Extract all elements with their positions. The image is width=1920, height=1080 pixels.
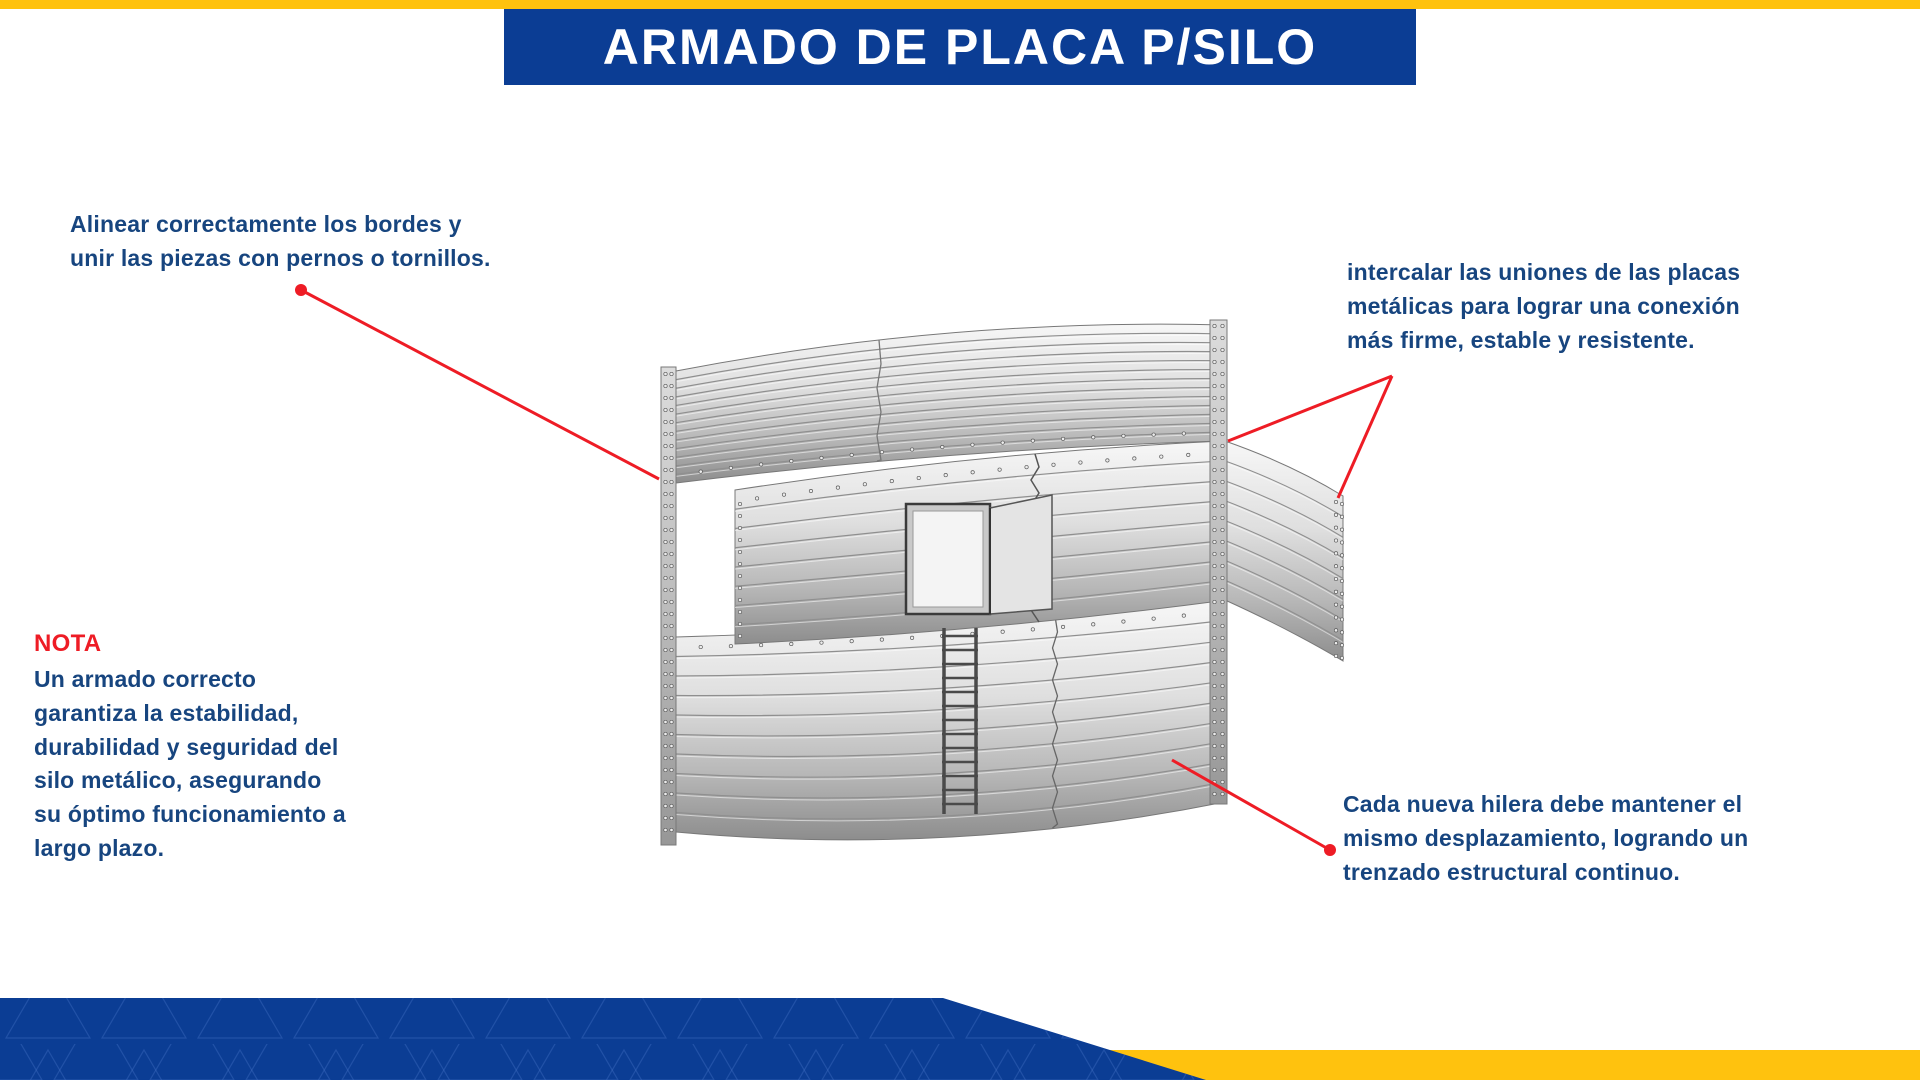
silo-middle-ring bbox=[734, 440, 1226, 645]
note-block: NOTA Un armado correcto garantiza la est… bbox=[34, 630, 346, 866]
silo-edge-flanges bbox=[660, 319, 1228, 846]
title-banner: ARMADO DE PLACA P/SILO bbox=[504, 9, 1416, 85]
pointer-dot bbox=[1324, 844, 1336, 856]
annotation-interleave-joints: intercalar las uniones de las placas met… bbox=[1347, 259, 1741, 353]
annotation-row-offset: Cada nueva hilera debe mantener el mismo… bbox=[1343, 791, 1749, 885]
silo-illustration bbox=[660, 319, 1345, 846]
top-yellow-strip bbox=[0, 0, 1920, 9]
pointer-line bbox=[1336, 375, 1394, 499]
bottom-decoration bbox=[0, 998, 1920, 1080]
note-label: NOTA bbox=[34, 630, 102, 657]
pointer-line bbox=[1171, 758, 1331, 852]
bottom-blue-band bbox=[0, 998, 1206, 1080]
silo-ladder bbox=[942, 628, 978, 814]
pointer-line bbox=[300, 288, 660, 481]
silo-peeled-plate bbox=[1224, 440, 1345, 662]
note-body: Un armado correcto garantiza la estabili… bbox=[34, 666, 346, 861]
pointer-line bbox=[1227, 374, 1393, 443]
silo-bottom-ring bbox=[675, 599, 1226, 841]
silo-top-ring bbox=[675, 323, 1226, 484]
page-title: ARMADO DE PLACA P/SILO bbox=[602, 19, 1318, 75]
bottom-yellow-band bbox=[1005, 1050, 1920, 1080]
bottom-band-pattern bbox=[0, 998, 1206, 1080]
silo-door bbox=[904, 494, 1053, 616]
annotation-align-edges: Alinear correctamente los bordes y unir … bbox=[70, 211, 491, 271]
pointer-dot bbox=[295, 284, 307, 296]
